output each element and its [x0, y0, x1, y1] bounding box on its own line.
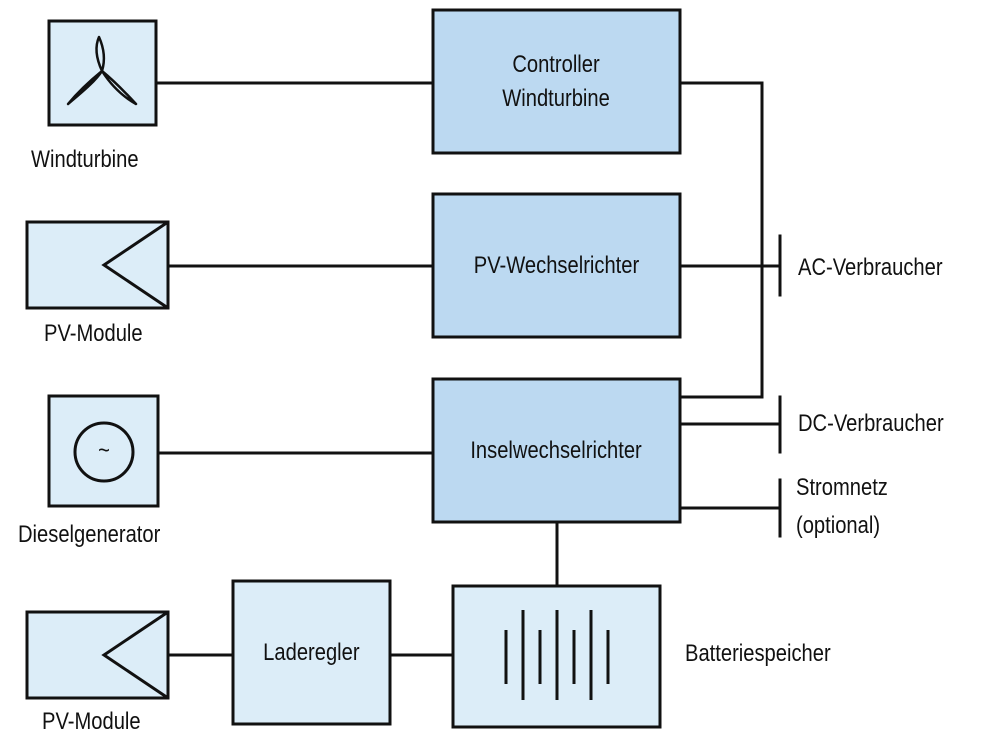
island-inverter-box — [431, 377, 682, 524]
windturbine-label: Windturbine — [31, 146, 139, 173]
controller-windturbine-box — [431, 8, 682, 155]
generator-symbol: ~ — [98, 437, 110, 464]
island-inverter-text: Inselwechselrichter — [470, 436, 643, 464]
controller-windturbine-label: Controller Windturbine — [433, 10, 680, 153]
wind-turbine-icon — [66, 35, 138, 106]
battery-label: Batteriespeicher — [685, 640, 831, 667]
connections — [154, 81, 782, 657]
controller-line1: Controller — [512, 50, 601, 78]
charge-controller-text: Laderegler — [263, 638, 360, 666]
pv-module-icon — [101, 610, 169, 700]
charge-controller-box — [231, 579, 392, 726]
dieselgenerator-label: Dieselgenerator — [18, 521, 161, 548]
diesel-generator-box — [47, 394, 160, 508]
pv-inverter-label: PV-Wechselrichter — [433, 194, 680, 337]
ac-load-label: AC-Verbraucher — [798, 254, 943, 281]
pv-inverter-text: PV-Wechselrichter — [473, 251, 640, 279]
pv-module-top-label: PV-Module — [44, 320, 143, 347]
grid-label-line2: (optional) — [796, 512, 881, 539]
pv-module-icon — [101, 220, 169, 310]
pv-module-bottom-label: PV-Module — [42, 708, 141, 735]
generator-icon — [73, 421, 135, 483]
pv-inverter-box — [431, 192, 682, 339]
controller-line2: Windturbine — [502, 84, 611, 112]
dc-load-label: DC-Verbraucher — [798, 410, 944, 437]
battery-icon — [504, 610, 610, 700]
charge-controller-label: Laderegler — [233, 581, 390, 724]
island-inverter-label: Inselwechselrichter — [433, 379, 680, 522]
controller-to-bus-line — [678, 81, 764, 399]
grid-label-line1: Stromnetz — [796, 474, 888, 501]
